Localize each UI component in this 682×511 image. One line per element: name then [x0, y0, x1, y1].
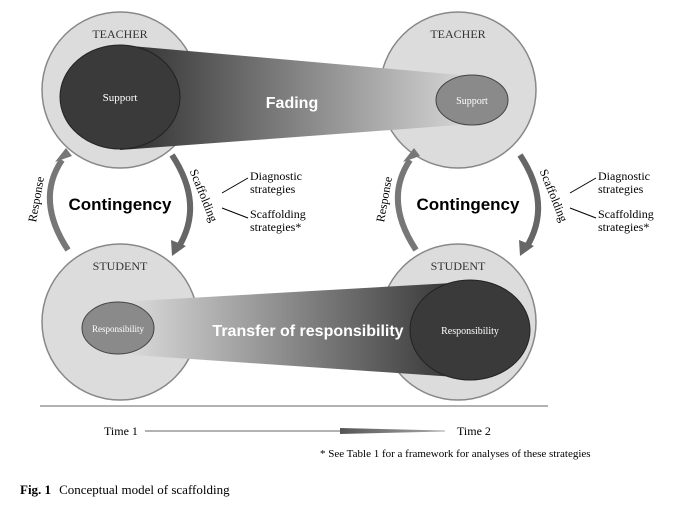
- support-ellipse-small: [435, 74, 509, 126]
- contingency-label: Contingency: [69, 195, 172, 214]
- time1-label: Time 1: [104, 424, 138, 438]
- fading-label: Fading: [266, 95, 318, 112]
- arrow-down-icon: [519, 240, 534, 256]
- arrow-up-icon: [55, 148, 72, 162]
- responsibility-label: Responsibility: [441, 326, 499, 337]
- fading-band: [120, 45, 472, 150]
- footnote: * See Table 1 for a framework for analys…: [320, 448, 591, 460]
- response-label: Response: [373, 175, 395, 223]
- contingency-cycle-time1: Contingency Response Scaffolding Diagnos…: [25, 148, 306, 256]
- transfer-band: [118, 282, 470, 378]
- transfer-label: Transfer of responsibility: [212, 323, 403, 340]
- responsibility-label: Responsibility: [92, 324, 145, 334]
- scaffolding-label: Scaffolding: [537, 167, 571, 224]
- support-ellipse-large: [59, 44, 181, 150]
- time-arrow: [145, 428, 445, 434]
- support-label: Support: [456, 96, 488, 107]
- teacher-label: TEACHER: [92, 27, 147, 41]
- responsibility-ellipse-small: [81, 301, 155, 355]
- student-label: STUDENT: [431, 259, 486, 273]
- response-label: Response: [25, 175, 47, 223]
- contingency-label: Contingency: [417, 195, 520, 214]
- contingency-cycle-time2: Contingency Response Scaffolding Diagnos…: [373, 148, 654, 256]
- arrow-down-icon: [171, 240, 186, 256]
- arrow-up-icon: [403, 148, 420, 162]
- support-label: Support: [103, 92, 138, 104]
- responsibility-ellipse-large: [409, 279, 531, 381]
- teacher-label: TEACHER: [430, 27, 485, 41]
- time2-label: Time 2: [457, 424, 491, 438]
- student-label: STUDENT: [93, 259, 148, 273]
